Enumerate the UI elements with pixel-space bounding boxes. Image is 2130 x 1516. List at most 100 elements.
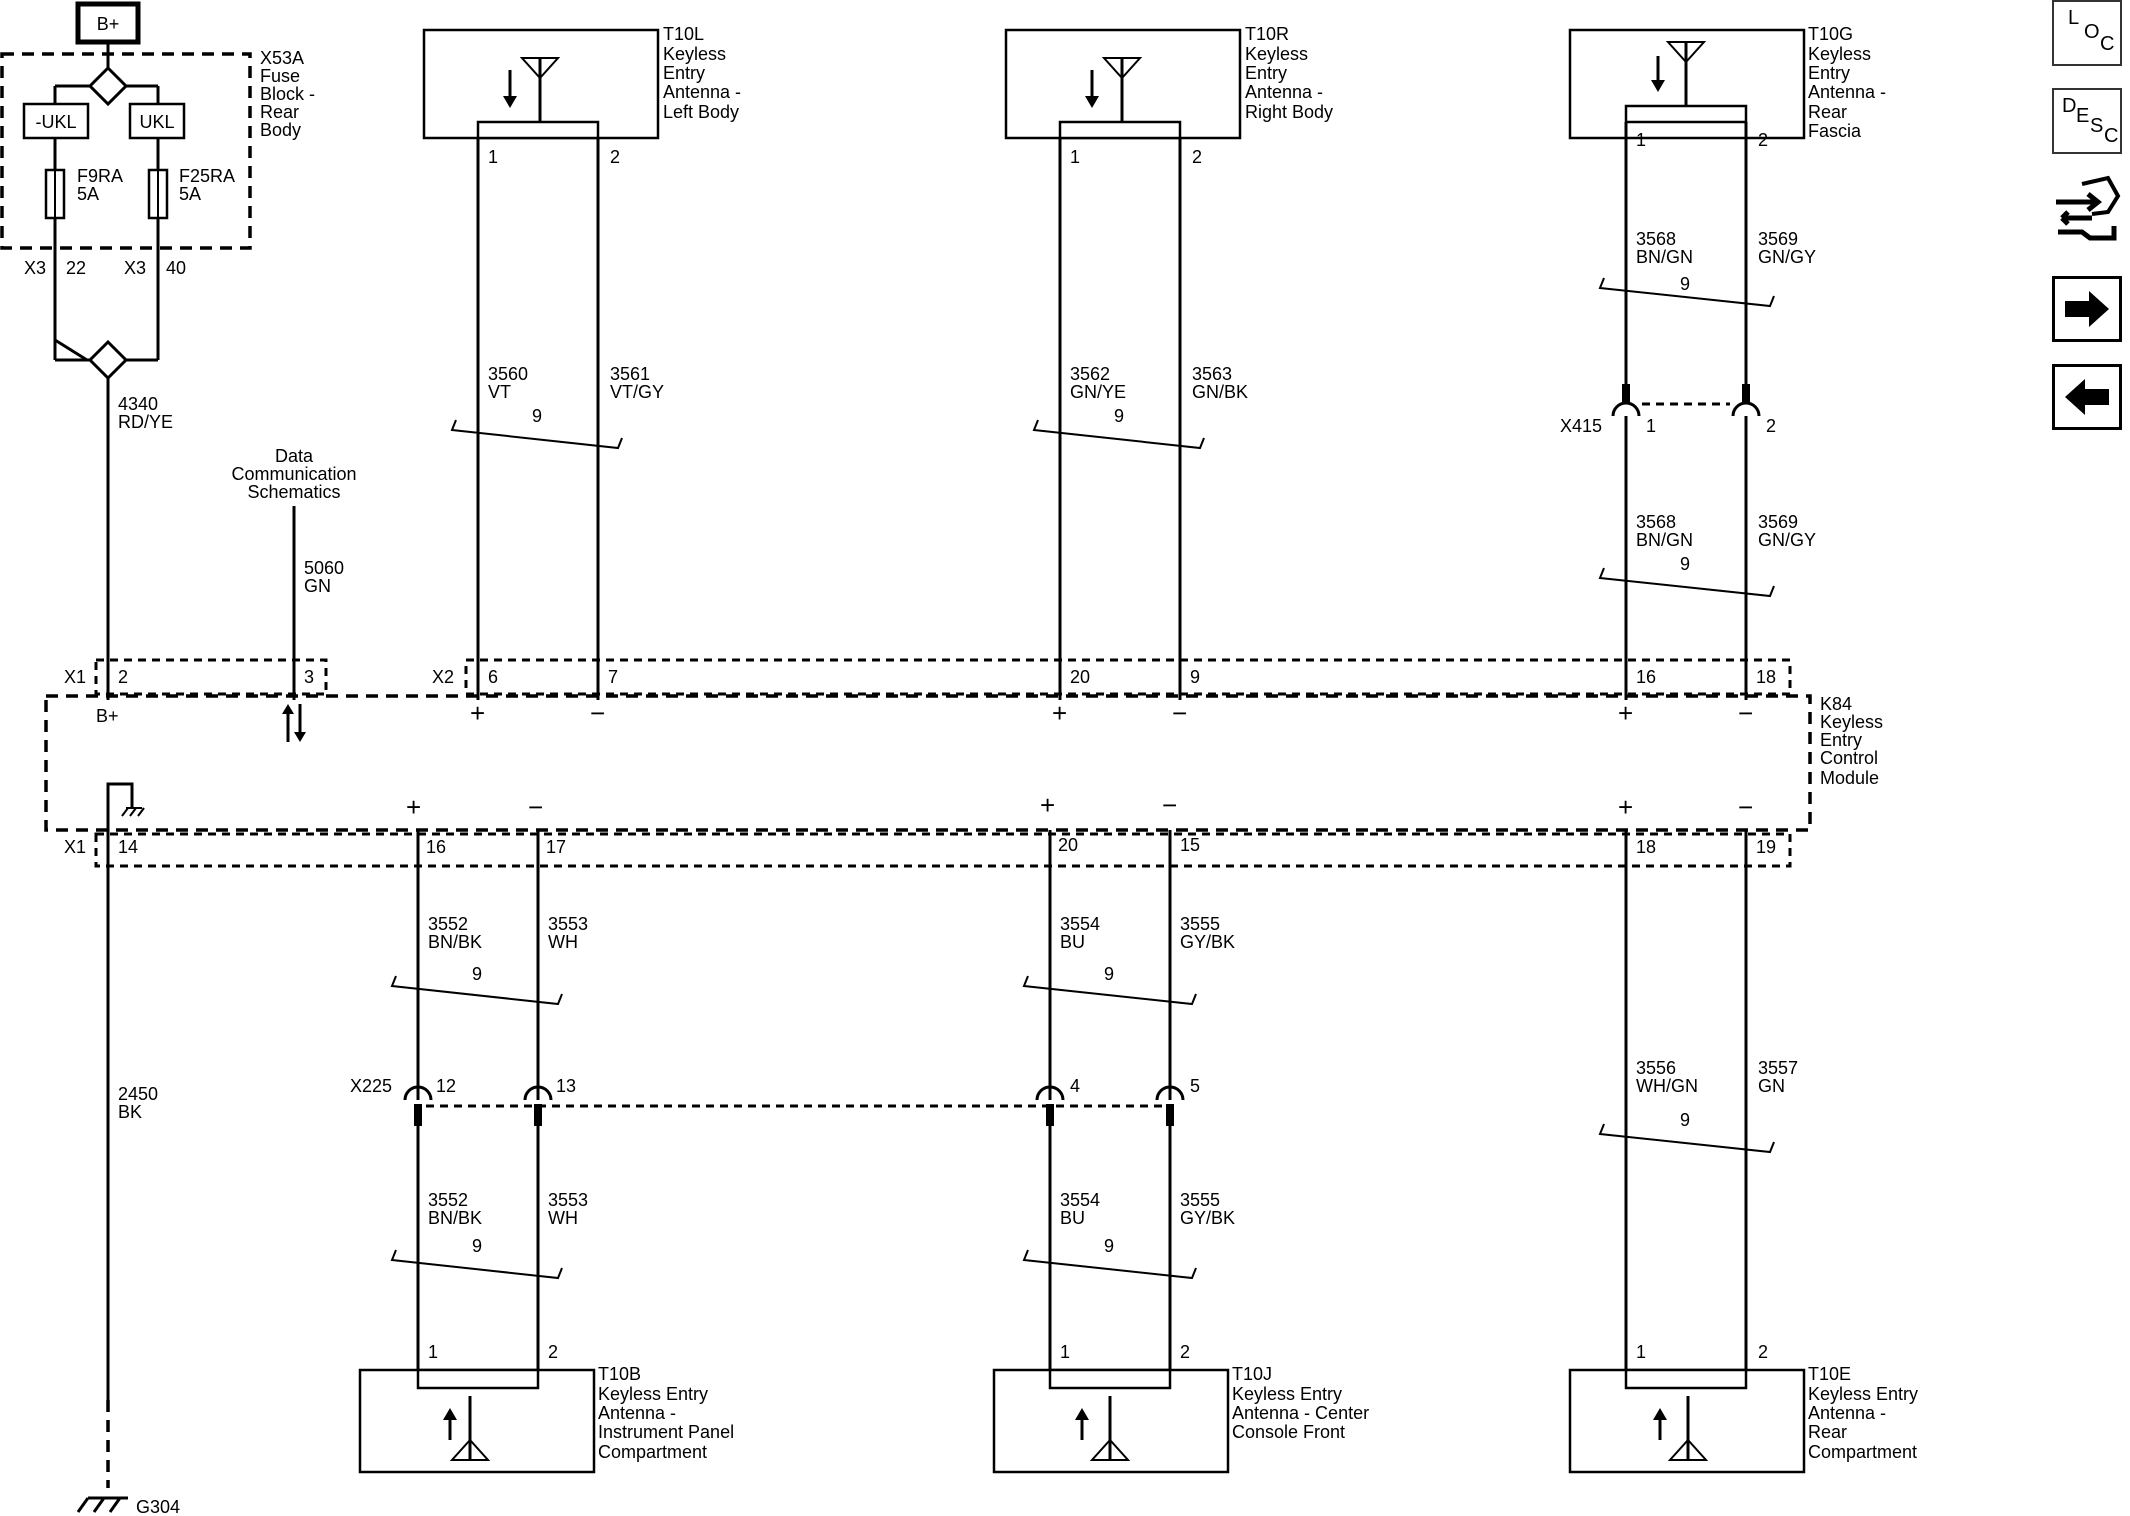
fuse-block-id: X53A (260, 48, 304, 68)
module-minus-t10r: − (1172, 698, 1187, 728)
module-pin-bottom-3: 20 (1058, 835, 1078, 855)
t10l-wire-b-color: VT/GY (610, 382, 664, 402)
module-minus-t10j: − (1162, 790, 1177, 820)
module-plus-t10g: + (1618, 698, 1633, 728)
module-pin-top-4: 20 (1070, 667, 1090, 687)
loc-letter-l: L (2068, 7, 2080, 29)
wire-3553-circuit-upper: 3553 (548, 914, 588, 934)
t10b-line1: Keyless Entry (598, 1384, 708, 1404)
wire-3554-circuit-lower: 3554 (1060, 1190, 1100, 1210)
t10l-line2: Entry (663, 63, 705, 83)
t10l-wire-b-circuit: 3561 (610, 364, 650, 384)
t10r-wire-a-color: GN/YE (1070, 382, 1126, 402)
wire-3552-color-upper: BN/BK (428, 932, 482, 952)
module-pin-top-5: 9 (1190, 667, 1200, 687)
t10b-twist-upper: 9 (472, 964, 482, 984)
fuse-pin-left-num: 22 (66, 258, 86, 278)
module-pin-top-6: 16 (1636, 667, 1656, 687)
fuse-block-name-1: Fuse (260, 66, 300, 86)
t10g-wire-b-circuit-upper: 3569 (1758, 229, 1798, 249)
ground-wire-color: BK (118, 1102, 142, 1122)
t10r-id: T10R (1245, 24, 1289, 44)
module-pin-top-0: 2 (118, 667, 128, 687)
t10r-twist: 9 (1114, 406, 1124, 426)
t10j-line1: Keyless Entry (1232, 1384, 1342, 1404)
t10j-pin1: 1 (1060, 1342, 1070, 1362)
t10g-wire-a-circuit-lower: 3568 (1636, 512, 1676, 532)
relay-right-label: UKL (139, 112, 174, 132)
wire-3553-circuit-lower: 3553 (548, 1190, 588, 1210)
connector-tool-button[interactable] (2052, 174, 2122, 244)
t10g-line2: Entry (1808, 63, 1850, 83)
t10e-pin2: 2 (1758, 1342, 1768, 1362)
feed-splice: 4340 RD/YE (53, 338, 173, 700)
t10b-id: T10B (598, 1364, 641, 1384)
t10j-pin2: 2 (1180, 1342, 1190, 1362)
module-pin-top-3: 7 (608, 667, 618, 687)
wire-3552-circuit-upper: 3552 (428, 914, 468, 934)
module-pin-bottom-4: 15 (1180, 835, 1200, 855)
antenna-t10b: 1 2 T10B Keyless Entry Antenna - Instrum… (358, 1342, 734, 1474)
t10l-line1: Keyless (663, 44, 726, 64)
module-pin-bottom-6: 19 (1756, 837, 1776, 857)
t10j-line3: Console Front (1232, 1422, 1345, 1442)
x225-pin-13: 13 (556, 1076, 576, 1096)
t10g-wire-a-color-lower: BN/GN (1636, 530, 1693, 550)
fuse-pin-left-conn: X3 (24, 258, 46, 278)
x225-pin-4: 4 (1070, 1076, 1080, 1096)
module-name-2: Entry (1820, 730, 1862, 750)
t10j-twist-lower: 9 (1104, 1236, 1114, 1256)
relay-left-label: -UKL (35, 112, 76, 132)
t10g-id: T10G (1808, 24, 1853, 44)
feed-wire-color: RD/YE (118, 412, 173, 432)
wire-3552-circuit-lower: 3552 (428, 1190, 468, 1210)
module-conn-x2-top: X2 (432, 667, 454, 687)
inline-connector-x415: X415 1 2 3568 BN/GN 3569 GN/GY 9 (1560, 384, 1816, 700)
t10r-line1: Keyless (1245, 44, 1308, 64)
desc-letter-d: D (2062, 95, 2077, 117)
t10g-pin2: 2 (1758, 130, 1768, 150)
module-minus-t10l: − (590, 698, 605, 728)
wire-3555-circuit-upper: 3555 (1180, 914, 1220, 934)
module-id: K84 (1820, 694, 1852, 714)
module-plus-t10l: + (470, 698, 485, 728)
wire-3553-color-upper: WH (548, 932, 578, 952)
data-link-circuit: 5060 (304, 558, 344, 578)
wire-3553-color-lower: WH (548, 1208, 578, 1228)
t10r-wire-a-circuit: 3562 (1070, 364, 1110, 384)
module-pin-bottom-5: 18 (1636, 837, 1656, 857)
antenna-t10l: T10L Keyless Entry Antenna - Left Body 1… (422, 24, 741, 700)
wire-3555-circuit-lower: 3555 (1180, 1190, 1220, 1210)
location-button[interactable]: L O C (2052, 0, 2122, 66)
t10l-wire-a-color: VT (488, 382, 511, 402)
t10l-pin1: 1 (488, 147, 498, 167)
t10r-pin2: 2 (1192, 147, 1202, 167)
wire-3556-color: WH/GN (1636, 1076, 1698, 1096)
description-button[interactable]: D E S C (2052, 88, 2122, 154)
connector-tool-icon (2056, 175, 2121, 241)
t10b-twist-lower: 9 (472, 1236, 482, 1256)
t10j-twist-upper: 9 (1104, 964, 1114, 984)
module-bplus-label: B+ (96, 706, 119, 726)
antenna-t10g: T10G Keyless Entry Antenna - Rear Fascia… (1568, 24, 1886, 386)
fuse-right-id: F25RA (179, 166, 235, 186)
desc-letter-c: C (2104, 125, 2119, 147)
wire-3557-color: GN (1758, 1076, 1785, 1096)
antenna-t10r: T10R Keyless Entry Antenna - Right Body … (1004, 24, 1333, 700)
t10l-twist: 9 (532, 406, 542, 426)
next-page-button[interactable] (2052, 276, 2122, 342)
t10l-wire-a-circuit: 3560 (488, 364, 528, 384)
previous-page-button[interactable] (2052, 364, 2122, 430)
t10e-line4: Compartment (1808, 1442, 1917, 1462)
desc-letter-e: E (2076, 105, 2090, 127)
t10b-pin2: 2 (548, 1342, 558, 1362)
arrow-right-icon (2065, 291, 2109, 327)
x225-id: X225 (350, 1076, 392, 1096)
module-conn-x1-bottom: X1 (64, 837, 86, 857)
loc-letter-o: O (2084, 21, 2100, 43)
data-link-line1: Data (275, 446, 314, 466)
x225-pin-5: 5 (1190, 1076, 1200, 1096)
x415-pin1: 1 (1646, 416, 1656, 436)
t10g-wire-b-color-upper: GN/GY (1758, 247, 1816, 267)
fuse-pin-right-num: 40 (166, 258, 186, 278)
